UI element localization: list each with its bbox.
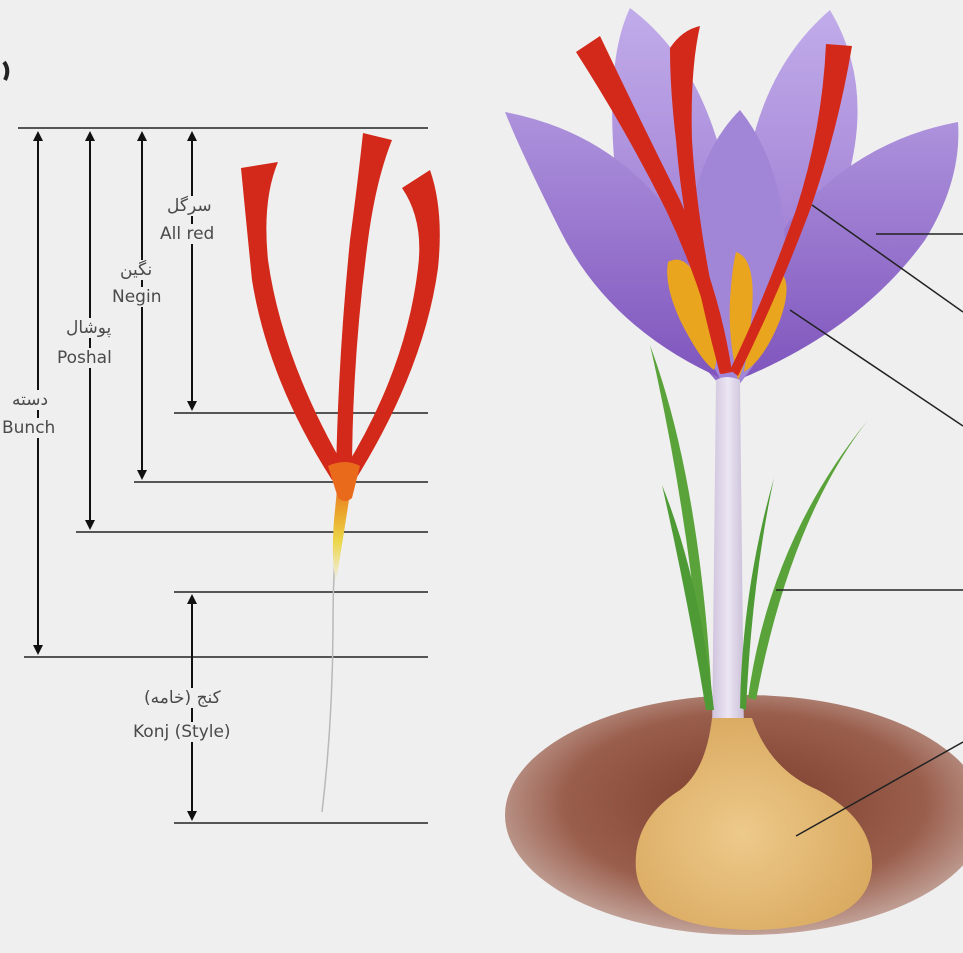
label-bunch-en: Bunch (0, 418, 58, 438)
stem (712, 377, 744, 740)
callout-anther (789, 309, 963, 427)
petal-right (738, 122, 959, 380)
label-negin-en: Negin (110, 287, 164, 307)
callout-lines (776, 204, 963, 837)
label-poshal-en: Poshal (55, 348, 114, 368)
flower-stigma-3 (730, 44, 852, 376)
leaf-right-2 (740, 478, 774, 710)
label-konj-en: Konj (Style) (131, 722, 233, 742)
label-negin-fa: نگین (118, 260, 155, 280)
callout-stigma (811, 204, 963, 313)
corner-mark (2, 60, 10, 81)
petal-left (505, 112, 725, 380)
leaf-right-1 (748, 420, 868, 700)
measurement-guides (18, 127, 428, 824)
bulb (635, 718, 873, 930)
anther-right (744, 270, 787, 372)
crocus-flower (505, 8, 959, 930)
stigma-middle (336, 133, 392, 476)
leaf-left-2 (662, 485, 714, 710)
stigma-left (241, 162, 346, 480)
label-all-red-en: All red (158, 224, 217, 244)
label-bunch-fa: دسته (10, 390, 51, 410)
anther-left (667, 259, 717, 370)
callout-bulb (795, 741, 963, 837)
stigma-junction (328, 462, 360, 501)
label-poshal-fa: پوشال (64, 318, 114, 338)
label-all-red-fa: سرگل (165, 196, 214, 216)
label-konj-fa: کنج (خامه) (142, 688, 223, 708)
style-yellow (332, 480, 352, 582)
stigma-right (344, 170, 440, 482)
flower-stigma-2 (670, 26, 730, 374)
saffron-thread (241, 133, 440, 813)
